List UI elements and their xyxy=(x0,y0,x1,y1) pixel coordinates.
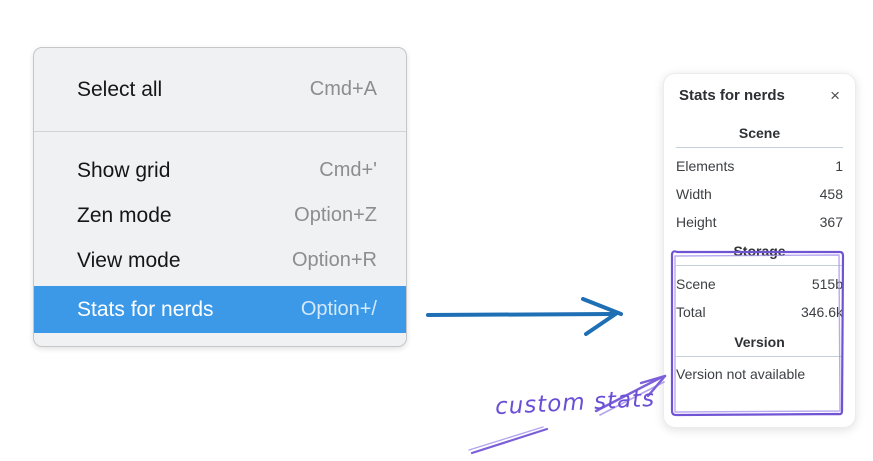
stat-label: Total xyxy=(676,304,706,320)
menu-item-stats-for-nerds[interactable]: Stats for nerds Option+/ xyxy=(34,286,406,333)
stat-label: Height xyxy=(676,214,717,230)
section-rule xyxy=(676,265,843,266)
menu-item-shortcut: Option+/ xyxy=(300,298,377,320)
section-rule xyxy=(676,356,843,357)
section-heading-storage: Storage xyxy=(733,243,786,259)
menu-item-label: Stats for nerds xyxy=(77,297,214,321)
menu-item-label: Select all xyxy=(77,77,163,101)
close-icon[interactable]: × xyxy=(830,86,840,105)
stat-row-height: Height 367 xyxy=(676,208,843,236)
menu-item-zen-mode[interactable]: Zen mode Option+Z xyxy=(34,193,406,238)
arrow-menu-to-panel-icon xyxy=(426,297,623,336)
section-rule xyxy=(676,147,843,148)
stat-row-scene-storage: Scene 515b xyxy=(676,270,843,298)
stat-value: 1 xyxy=(835,158,843,174)
menu-item-shortcut: Option+R xyxy=(291,249,377,271)
stat-label: Elements xyxy=(676,158,735,174)
stat-label: Scene xyxy=(676,276,716,292)
stats-panel-header: Stats for nerds × xyxy=(664,74,855,104)
stat-row-elements: Elements 1 xyxy=(676,152,843,180)
stat-label: Width xyxy=(676,186,712,202)
menu-group: Show grid Cmd+' Zen mode Option+Z View m… xyxy=(34,132,406,333)
stats-panel: Stats for nerds × Scene Elements 1 Width… xyxy=(663,73,856,428)
stats-panel-title: Stats for nerds xyxy=(679,87,785,104)
section-heading-scene: Scene xyxy=(738,125,781,141)
stat-value: 367 xyxy=(819,214,843,230)
menu-item-show-grid[interactable]: Show grid Cmd+' xyxy=(34,148,406,193)
menu-item-label: Zen mode xyxy=(77,203,172,227)
stats-panel-body: Scene Elements 1 Width 458 Height 367 St… xyxy=(664,125,855,382)
menu-separator xyxy=(34,131,406,132)
stat-value: 458 xyxy=(819,186,843,202)
menu-item-view-mode[interactable]: View mode Option+R xyxy=(34,238,406,283)
stat-row-total-storage: Total 346.6k xyxy=(676,298,843,326)
custom-stats-underline-stroke xyxy=(468,426,549,455)
menu-item-shortcut: Cmd+' xyxy=(319,159,377,181)
menu-item-select-all[interactable]: Select all Cmd+A xyxy=(34,48,406,131)
menu-item-shortcut: Option+Z xyxy=(294,204,377,226)
section-heading-version: Version xyxy=(734,334,785,350)
menu-item-label: Show grid xyxy=(77,158,171,182)
menu-item-shortcut: Cmd+A xyxy=(309,78,377,100)
menu-item-label: View mode xyxy=(77,248,181,272)
stat-value: 515b xyxy=(811,276,843,292)
custom-stats-label: custom stats xyxy=(494,385,656,421)
stat-value: 346.6k xyxy=(800,304,843,320)
context-menu: Select all Cmd+A Show grid Cmd+' Zen mod… xyxy=(33,47,407,347)
stat-row-width: Width 458 xyxy=(676,180,843,208)
version-note: Version not available xyxy=(676,366,806,382)
